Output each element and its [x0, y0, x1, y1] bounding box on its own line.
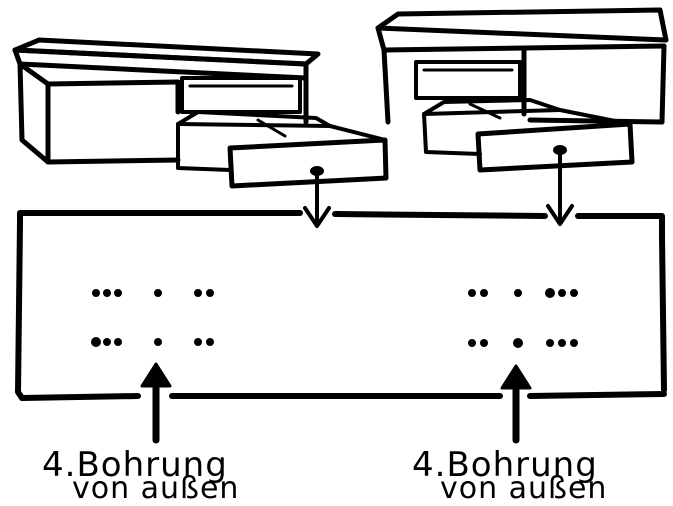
label-right-line2: von außen — [440, 471, 608, 506]
hole-pattern-left-bottom — [91, 337, 214, 347]
label-left-line1: 4.Bohrung — [42, 445, 228, 485]
bore-arrow-left — [140, 362, 172, 444]
left-cabinet-illustration — [12, 37, 389, 189]
hole-pattern-right-bottom — [468, 338, 578, 348]
right-cabinet-illustration — [375, 7, 669, 173]
hole-pattern-left-top — [92, 289, 214, 297]
drill-arrow-left — [303, 166, 331, 228]
bore-arrow-right — [500, 364, 532, 444]
drill-arrow-right — [546, 145, 574, 226]
label-left-line2: von außen — [72, 471, 240, 506]
drawer-front-panel — [15, 210, 667, 401]
label-right-line1: 4.Bohrung — [412, 445, 598, 485]
hole-pattern-right-top — [468, 288, 578, 298]
